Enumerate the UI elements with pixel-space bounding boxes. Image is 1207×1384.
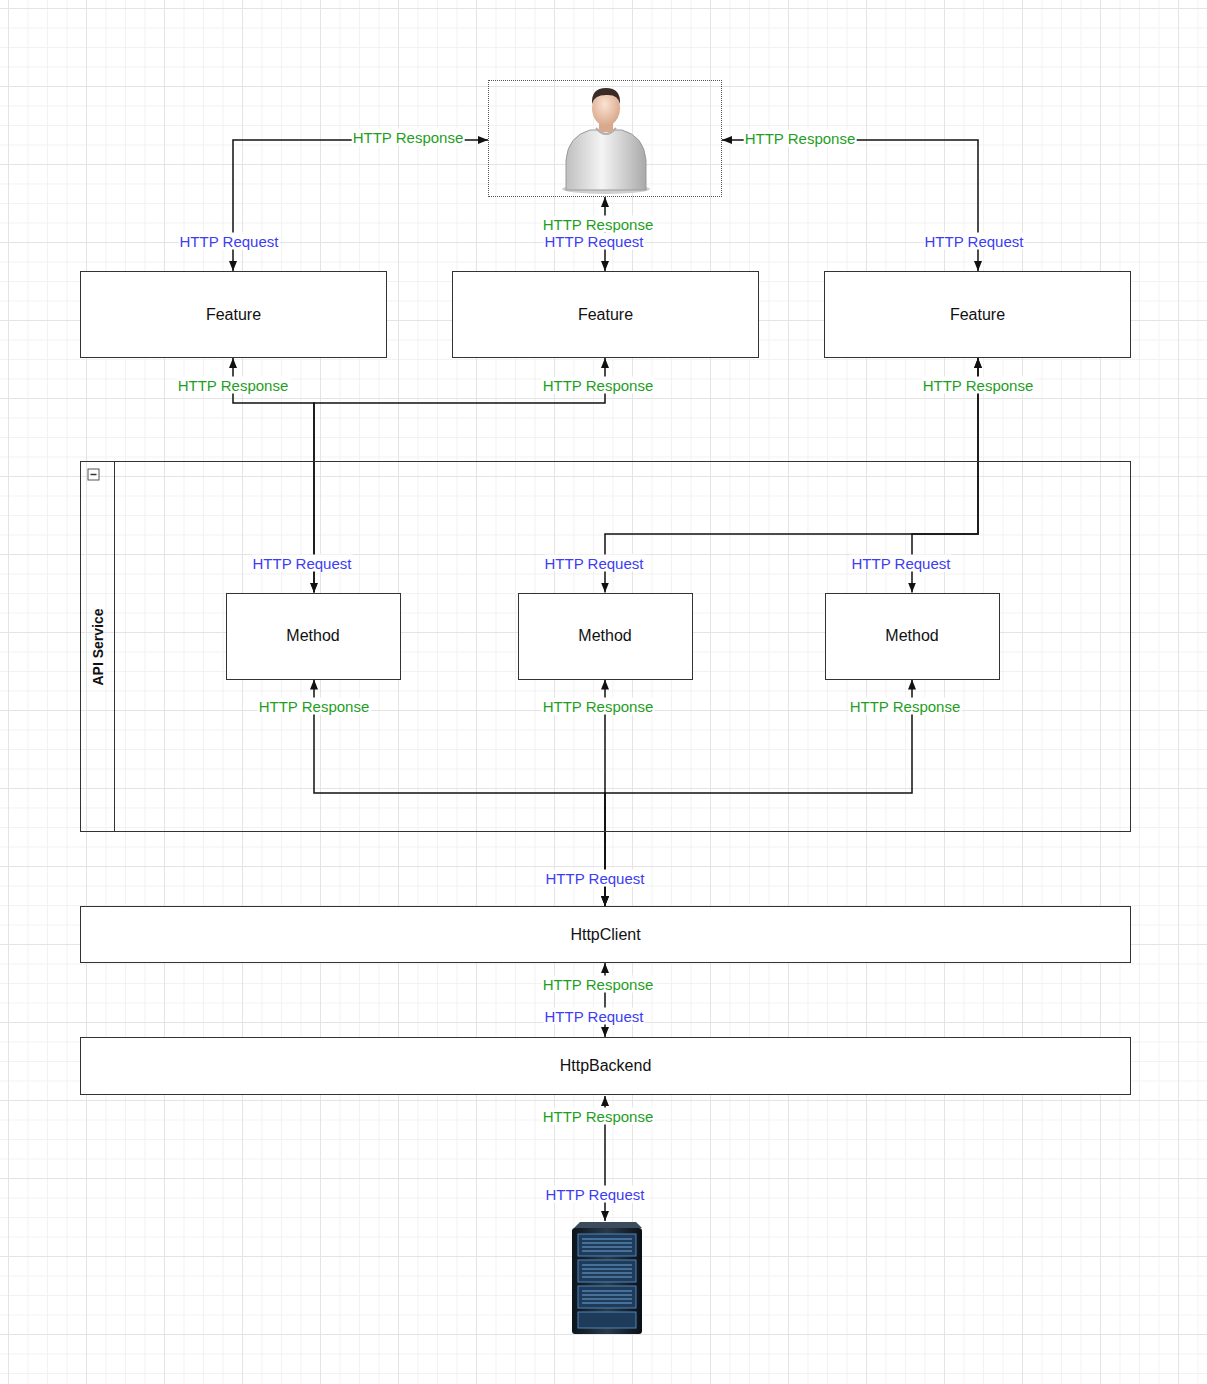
- node-label: Method: [885, 627, 938, 645]
- node-label: Feature: [578, 306, 633, 324]
- request-label: HTTP Request: [851, 555, 952, 572]
- client-bar: HttpClient: [80, 906, 1131, 963]
- response-label: HTTP Response: [542, 1108, 655, 1125]
- response-label: HTTP Response: [542, 976, 655, 993]
- feature-box: Feature: [80, 271, 387, 358]
- band-title: API Service: [90, 608, 106, 685]
- method-box: Method: [518, 593, 693, 680]
- node-label: HttpBackend: [560, 1057, 652, 1075]
- request-label: HTTP Request: [544, 1008, 645, 1025]
- request-label: HTTP Request: [179, 233, 280, 250]
- node-label: Feature: [206, 306, 261, 324]
- connector: [722, 140, 978, 271]
- band-strip: API Service: [81, 462, 115, 831]
- backend-bar: HttpBackend: [80, 1037, 1131, 1095]
- request-label: HTTP Request: [252, 555, 353, 572]
- response-label: HTTP Response: [849, 698, 962, 715]
- node-label: Method: [286, 627, 339, 645]
- collapse-icon: [88, 469, 99, 480]
- request-label: HTTP Request: [544, 233, 645, 250]
- method-box: Method: [825, 593, 1000, 680]
- service-band: API Service Method Method Method: [80, 461, 1131, 832]
- node-label: Method: [578, 627, 631, 645]
- connector: [604, 963, 606, 1037]
- method-box: Method: [226, 593, 401, 680]
- user-icon: [562, 88, 650, 194]
- request-label: HTTP Request: [545, 1186, 646, 1203]
- request-label: HTTP Request: [924, 233, 1025, 250]
- server-icon: [572, 1222, 642, 1334]
- connector: [233, 140, 488, 271]
- response-label: HTTP Response: [542, 698, 655, 715]
- response-label: HTTP Response: [542, 377, 655, 394]
- request-label: HTTP Request: [544, 555, 645, 572]
- response-label: HTTP Response: [352, 129, 465, 146]
- node-label: Feature: [950, 306, 1005, 324]
- response-label: HTTP Response: [177, 377, 290, 394]
- response-label: HTTP Response: [542, 216, 655, 233]
- response-label: HTTP Response: [922, 377, 1035, 394]
- feature-box: Feature: [824, 271, 1131, 358]
- user-box: [488, 80, 722, 197]
- feature-box: Feature: [452, 271, 759, 358]
- request-label: HTTP Request: [545, 870, 646, 887]
- node-label: HttpClient: [570, 926, 640, 944]
- response-label: HTTP Response: [258, 698, 371, 715]
- response-label: HTTP Response: [744, 130, 857, 147]
